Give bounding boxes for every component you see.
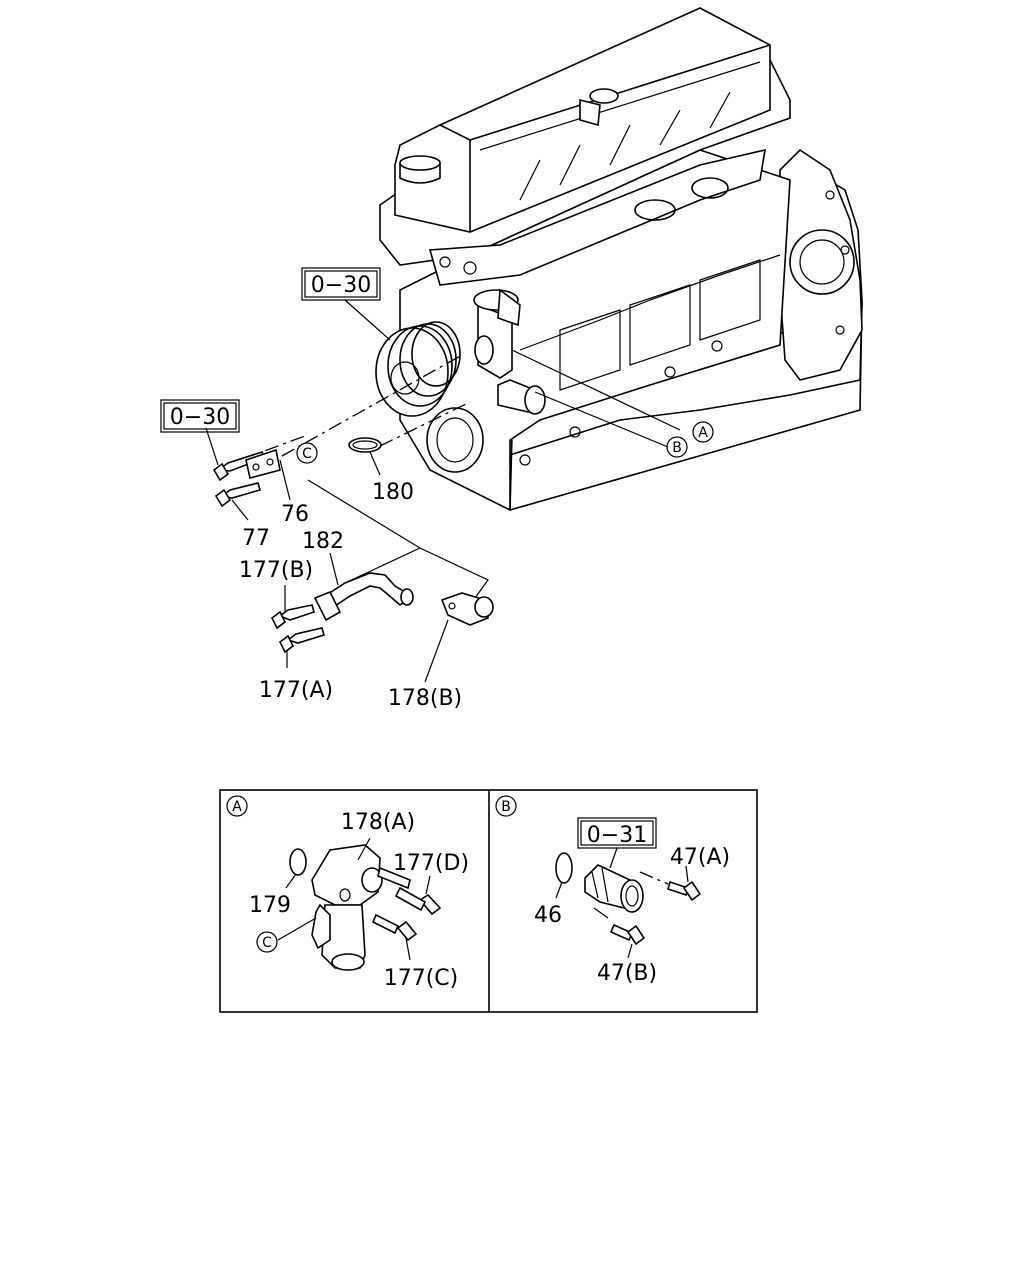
part-178b-label: 178(B) [388,686,462,711]
inset-b-47b-label: 47(B) [597,961,657,986]
inset-b: B 0−31 47(A) 46 47(B) [495,795,730,986]
inset-frame [219,789,758,1013]
inset-a: A 178(A) 177(D) 179 C 177(C) [226,795,469,991]
engine-block-drawing [375,7,863,512]
ref-0-30-top-label: 0−30 [311,273,371,298]
part-177b-label: 177(B) [239,558,313,583]
inset-a-177c-label: 177(C) [384,966,459,991]
part-177a-label: 177(A) [259,678,333,703]
marker-b-main-label: B [672,440,682,456]
inset-b-marker: B [501,799,511,815]
part-76-label: 76 [281,502,309,527]
inset-a-177d-label: 177(D) [393,851,469,876]
part-77-label: 77 [242,526,270,551]
marker-a-main: A [692,421,714,443]
marker-a-main-label: A [698,425,708,441]
assembly-guide-lines [239,349,681,599]
ref-0-31-label: 0−31 [587,823,647,848]
part-180-label: 180 [372,480,414,505]
ref-0-30-left-label: 0−30 [170,405,230,430]
exploded-parts [212,437,494,654]
inset-a-179-label: 179 [249,893,291,918]
inset-b-46-label: 46 [534,903,562,928]
inset-a-178a-label: 178(A) [341,810,415,835]
marker-c-main-label: C [302,446,312,462]
marker-b-main: B [666,436,688,458]
callout-0-30-top: 0−30 [301,267,381,301]
callout-0-30-left: 0−30 [160,399,240,433]
inset-a-marker: A [232,799,242,815]
inset-a-c-marker: C [262,935,272,951]
inset-b-47a-label: 47(A) [670,845,730,870]
part-182-label: 182 [302,529,344,554]
leader-lines [205,299,449,683]
marker-c-main: C [296,442,318,464]
